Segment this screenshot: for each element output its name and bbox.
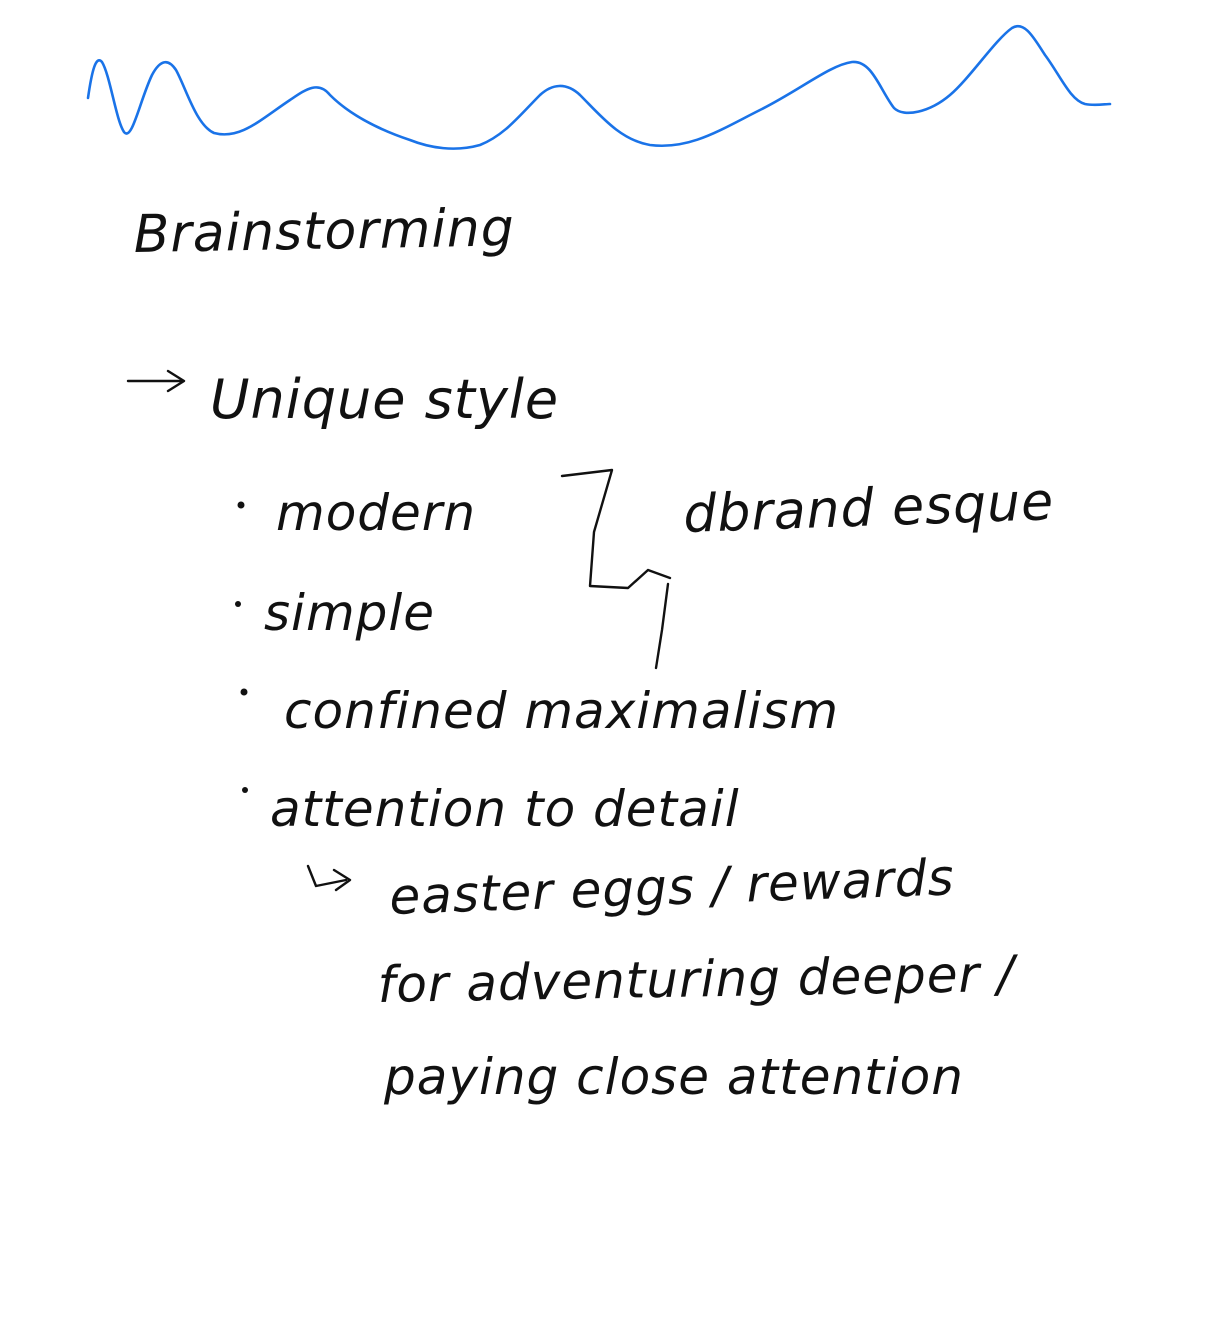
bullet-item-confined-maximalism: confined maximalism bbox=[284, 682, 839, 740]
sub-line-paying-attention: paying close attention bbox=[383, 1048, 964, 1106]
heading: Brainstorming bbox=[133, 198, 515, 265]
bullet-dot-icon bbox=[235, 601, 241, 607]
section-title: Unique style bbox=[210, 368, 559, 431]
bullet-dot-icon bbox=[240, 688, 248, 696]
bullet-item-simple: simple bbox=[264, 584, 435, 642]
bullet-item-modern: modern bbox=[276, 484, 476, 542]
wave-decoration bbox=[86, 24, 1112, 150]
sub-line-adventuring: for adventuring deeper / bbox=[377, 945, 1019, 1014]
bracket-icon bbox=[560, 468, 672, 670]
bullet-dot-icon bbox=[242, 787, 248, 793]
return-arrow-icon bbox=[306, 864, 352, 892]
side-note: dbrand esque bbox=[682, 472, 1055, 545]
bullet-dot-icon bbox=[237, 501, 245, 509]
arrow-right-icon bbox=[126, 369, 186, 393]
bullet-item-attention-to-detail: attention to detail bbox=[270, 780, 740, 838]
sub-line-easter-eggs: easter eggs / rewards bbox=[388, 848, 955, 926]
